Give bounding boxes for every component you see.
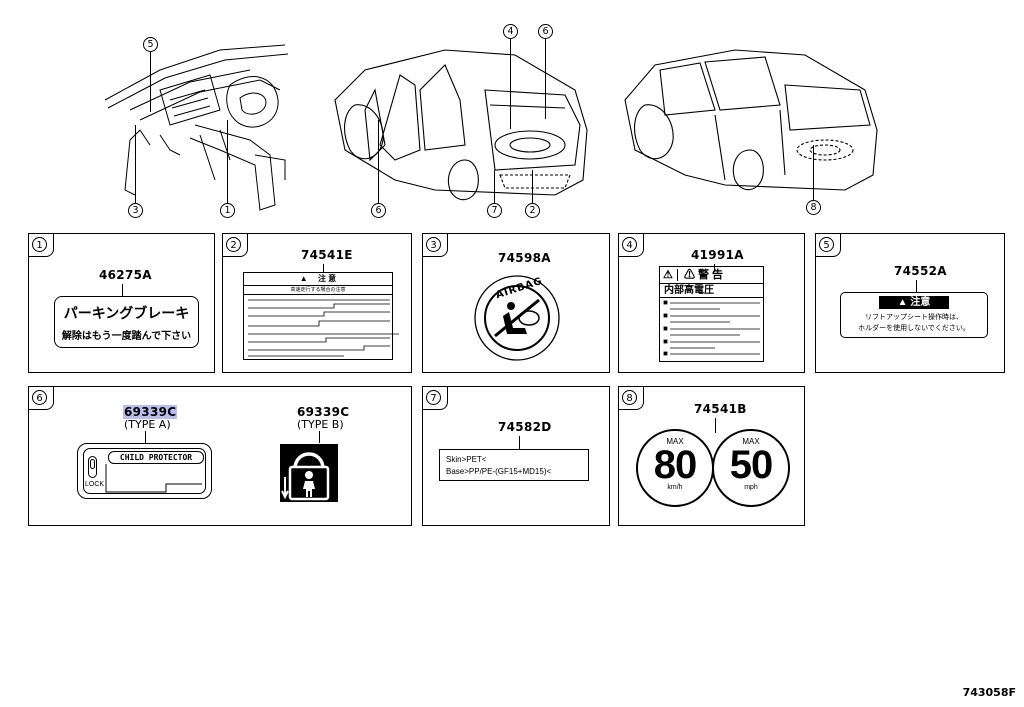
- callout-3-dashboard: 3: [128, 203, 143, 218]
- panel-number: 3: [426, 237, 441, 252]
- max-label: MAX: [666, 437, 684, 446]
- callout-1-dashboard: 1: [220, 203, 235, 218]
- speed-limit-sign-kmh: MAX 80 km/h: [636, 429, 714, 507]
- caution-text-block: [248, 299, 399, 357]
- speed-value-mph: 50: [729, 443, 774, 487]
- label-panel-2: 2 74541E ▲ 注 意 高速走行する場合の注意: [222, 233, 412, 373]
- label-panel-1: 1 46275A パーキングブレーキ 解除はもう一度踏んで下さい: [28, 233, 215, 373]
- panel-number: 8: [622, 390, 637, 405]
- lock-switch-icon: [88, 456, 97, 478]
- warning-triangle-icon: ▲: [897, 297, 908, 308]
- callout-6-door: 6: [371, 203, 386, 218]
- rear-car-open-illustration: [334, 49, 588, 201]
- max-label: MAX: [742, 437, 760, 446]
- leader-line: [227, 120, 229, 203]
- label-panel-4: 4 41991A ⚠ ⚠ 警 告 内部高電圧: [618, 233, 805, 373]
- warning-text-block: [663, 300, 760, 356]
- callout-6-rear: 6: [538, 24, 553, 39]
- speed-value-kmh: 80: [653, 443, 698, 487]
- warning-triangle-icon: ⚠: [663, 269, 678, 281]
- callout-5-dashboard: 5: [143, 37, 158, 52]
- child-lock-pictogram: [280, 444, 338, 502]
- warning-triangle-icon: ⚠: [683, 269, 695, 281]
- leader-line: [378, 120, 380, 203]
- leader-line: [545, 39, 547, 119]
- leader-line: [135, 125, 137, 203]
- part-code[interactable]: 74541E: [301, 248, 353, 262]
- panel-number: 1: [32, 237, 47, 252]
- rear-car-closed-illustration: [624, 49, 878, 191]
- parking-brake-label: パーキングブレーキ 解除はもう一度踏んで下さい: [54, 296, 199, 348]
- label-panel-7: 7 74582D Skin>PET< Base>PP/PE-(GF15+MD15…: [422, 386, 610, 526]
- warning-header: 警 告: [698, 269, 724, 281]
- material-line1: Skin>PET<: [446, 455, 487, 464]
- caution-text-line2: ホルダーを使用しないでください。: [858, 325, 970, 332]
- material-line2: Base>PP/PE-(GF15+MD15)<: [446, 467, 552, 476]
- leader-line: [532, 170, 534, 203]
- airbag-seal-label: [474, 275, 560, 361]
- part-code-type-b[interactable]: 69339C: [297, 405, 350, 419]
- leader-line: [494, 170, 496, 203]
- caution-subheader: 高速走行する場合の注意: [244, 286, 392, 295]
- type-b-label: (TYPE B): [297, 418, 344, 431]
- unit-kmh: km/h: [667, 484, 683, 491]
- label-text-line1: パーキングブレーキ: [63, 306, 190, 322]
- label-panel-6: 6 69339C (TYPE A) CHILD PROTECTOR LOCK 6…: [28, 386, 412, 526]
- diagram-reference-number: 743058F: [962, 686, 1016, 699]
- callout-8-rear: 8: [806, 200, 821, 215]
- part-code[interactable]: 74598A: [498, 251, 551, 265]
- callout-2-rear: 2: [525, 203, 540, 218]
- part-code[interactable]: 74552A: [894, 264, 947, 278]
- panel-number: 5: [819, 237, 834, 252]
- label-panel-3: 3 74598A AIRBAG: [422, 233, 610, 373]
- caution-text-line1: リフトアップシート操作時は、: [865, 314, 963, 321]
- panel-number: 2: [226, 237, 241, 252]
- material-label: Skin>PET< Base>PP/PE-(GF15+MD15)<: [439, 449, 589, 481]
- label-panel-8: 8 74541B MAX 80 km/h MAX 50 mph: [618, 386, 805, 526]
- panel-number: 7: [426, 390, 441, 405]
- leader-line: [813, 145, 815, 200]
- lock-text: LOCK: [85, 481, 105, 488]
- panel-number: 6: [32, 390, 47, 405]
- caution-label: ▲ 注 意 高速走行する場合の注意: [243, 272, 399, 360]
- part-code[interactable]: 74541B: [694, 402, 747, 416]
- dashboard-illustration: [104, 44, 289, 211]
- label-text-line2: 解除はもう一度踏んで下さい: [61, 331, 192, 342]
- type-a-label: (TYPE A): [124, 418, 171, 431]
- warning-triangle-icon: ▲: [299, 274, 308, 283]
- child-protector-label: CHILD PROTECTOR LOCK: [77, 443, 212, 499]
- leader-line: [150, 52, 152, 112]
- speed-limit-sign-mph: MAX 50 mph: [712, 429, 790, 507]
- part-code-type-a[interactable]: 69339C: [123, 405, 178, 419]
- label-panel-5: 5 74552A ▲ 注意 リフトアップシート操作時は、 ホルダーを使用しないで…: [815, 233, 1005, 373]
- warning-subheader: 内部高電圧: [660, 284, 763, 298]
- lift-up-seat-caution-label: ▲ 注意 リフトアップシート操作時は、 ホルダーを使用しないでください。: [840, 292, 988, 338]
- child-protector-header: CHILD PROTECTOR: [108, 451, 204, 464]
- part-code[interactable]: 46275A: [99, 268, 152, 282]
- callout-7-rear: 7: [487, 203, 502, 218]
- high-voltage-warning-label: ⚠ ⚠ 警 告 内部高電圧: [659, 266, 764, 362]
- caution-header: 注意: [910, 297, 931, 308]
- part-code[interactable]: 74582D: [498, 420, 552, 434]
- caution-header: 注 意: [317, 274, 337, 283]
- callout-4-rear: 4: [503, 24, 518, 39]
- unit-mph: mph: [744, 484, 758, 491]
- part-code[interactable]: 41991A: [691, 248, 744, 262]
- leader-line: [510, 39, 512, 129]
- panel-number: 4: [622, 237, 637, 252]
